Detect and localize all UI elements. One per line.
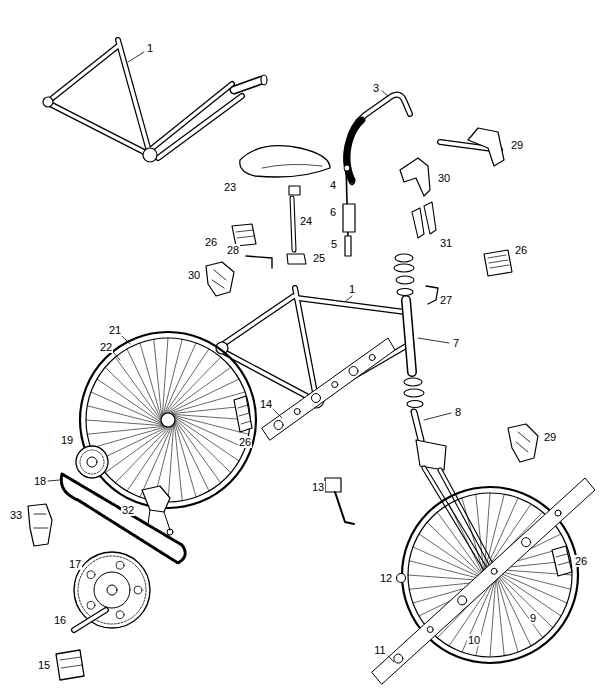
bearing-part bbox=[294, 409, 300, 415]
spoke bbox=[172, 415, 231, 472]
callout-number: 29 bbox=[543, 431, 557, 443]
callout-number: 32 bbox=[121, 504, 135, 516]
callout-number: 29 bbox=[510, 139, 524, 151]
callout-number: 18 bbox=[33, 475, 47, 487]
callout-number: 1 bbox=[146, 42, 154, 54]
spoke bbox=[154, 339, 162, 421]
spoke bbox=[413, 547, 488, 581]
callout-number: 15 bbox=[37, 659, 51, 671]
callout-number: 21 bbox=[108, 324, 122, 336]
spoke bbox=[140, 422, 174, 497]
spoke bbox=[127, 423, 173, 491]
chainwheel-hole bbox=[116, 611, 124, 619]
bearing-part bbox=[274, 421, 283, 430]
bearing-part bbox=[349, 367, 358, 376]
spoke bbox=[91, 392, 166, 426]
callout-number: 4 bbox=[329, 179, 337, 191]
spoke bbox=[174, 418, 196, 497]
bearing-part bbox=[522, 538, 531, 547]
spoke bbox=[171, 415, 239, 461]
callout-number: 1 bbox=[348, 283, 356, 295]
callout-number: 14 bbox=[259, 398, 273, 410]
callout-number: 11 bbox=[373, 644, 386, 656]
spoke bbox=[419, 534, 487, 580]
spoke bbox=[163, 357, 220, 416]
chainwheel-hole bbox=[87, 571, 95, 579]
bearing-part bbox=[555, 510, 561, 516]
spoke bbox=[105, 367, 164, 424]
bearing-part bbox=[394, 654, 403, 663]
callout-number: 30 bbox=[437, 172, 451, 184]
spoke bbox=[91, 426, 170, 448]
line-art bbox=[28, 40, 595, 684]
chainwheel-hole bbox=[116, 561, 124, 569]
bearing-part bbox=[332, 382, 338, 388]
callout-number: 26 bbox=[514, 244, 528, 256]
spoke bbox=[437, 512, 485, 579]
spoke bbox=[166, 392, 245, 414]
spoke bbox=[97, 379, 165, 425]
spoke bbox=[162, 343, 196, 418]
spoke bbox=[170, 414, 245, 448]
chainwheel-hole bbox=[87, 601, 95, 609]
callout-number: 22 bbox=[99, 341, 113, 353]
bearing-part bbox=[491, 568, 497, 574]
chainwheel-hole bbox=[134, 586, 142, 594]
spoke bbox=[427, 522, 486, 579]
callout-number: 28 bbox=[226, 244, 240, 256]
callout-number: 19 bbox=[60, 434, 74, 446]
callout-number: 3 bbox=[372, 82, 380, 94]
bearing-part bbox=[458, 596, 467, 605]
spoke bbox=[476, 494, 484, 576]
callout-number: 30 bbox=[187, 269, 201, 281]
bearing-part bbox=[369, 355, 375, 361]
callout-number: 25 bbox=[312, 252, 326, 264]
callout-number: 8 bbox=[454, 406, 462, 418]
spoke bbox=[496, 573, 518, 652]
callout-number: 13 bbox=[311, 481, 325, 493]
callout-number: 9 bbox=[529, 612, 537, 624]
leader-lines bbox=[48, 52, 451, 662]
spoke bbox=[174, 419, 182, 501]
callout-number: 7 bbox=[452, 337, 460, 349]
spoke bbox=[462, 498, 484, 577]
callout-number: 26 bbox=[204, 236, 218, 248]
bearing-part bbox=[312, 394, 321, 403]
callout-number: 24 bbox=[299, 215, 313, 227]
callout-number: 33 bbox=[9, 509, 23, 521]
spoke bbox=[495, 571, 543, 638]
callout-number: 26 bbox=[574, 555, 588, 567]
spoke bbox=[496, 574, 504, 656]
spoke bbox=[140, 343, 162, 422]
callout-number: 12 bbox=[379, 572, 393, 584]
callout-number: 31 bbox=[439, 237, 453, 249]
spoke bbox=[493, 570, 561, 616]
spoke bbox=[87, 426, 169, 434]
callout-number: 10 bbox=[467, 634, 481, 646]
callout-number: 23 bbox=[223, 181, 237, 193]
spoke bbox=[115, 357, 163, 424]
spoke bbox=[163, 349, 209, 417]
spoke bbox=[492, 569, 567, 603]
spoke bbox=[105, 425, 172, 473]
callout-number: 27 bbox=[439, 294, 453, 306]
spoke bbox=[173, 416, 221, 483]
callout-number: 16 bbox=[53, 614, 67, 626]
spoke bbox=[494, 570, 553, 627]
bearing-part bbox=[427, 627, 433, 633]
callout-number: 17 bbox=[68, 558, 82, 570]
callout-number: 26 bbox=[238, 436, 252, 448]
spoke bbox=[115, 424, 172, 483]
callout-number: 5 bbox=[330, 238, 338, 250]
callout-number: 6 bbox=[329, 206, 337, 218]
spoke bbox=[164, 367, 231, 415]
